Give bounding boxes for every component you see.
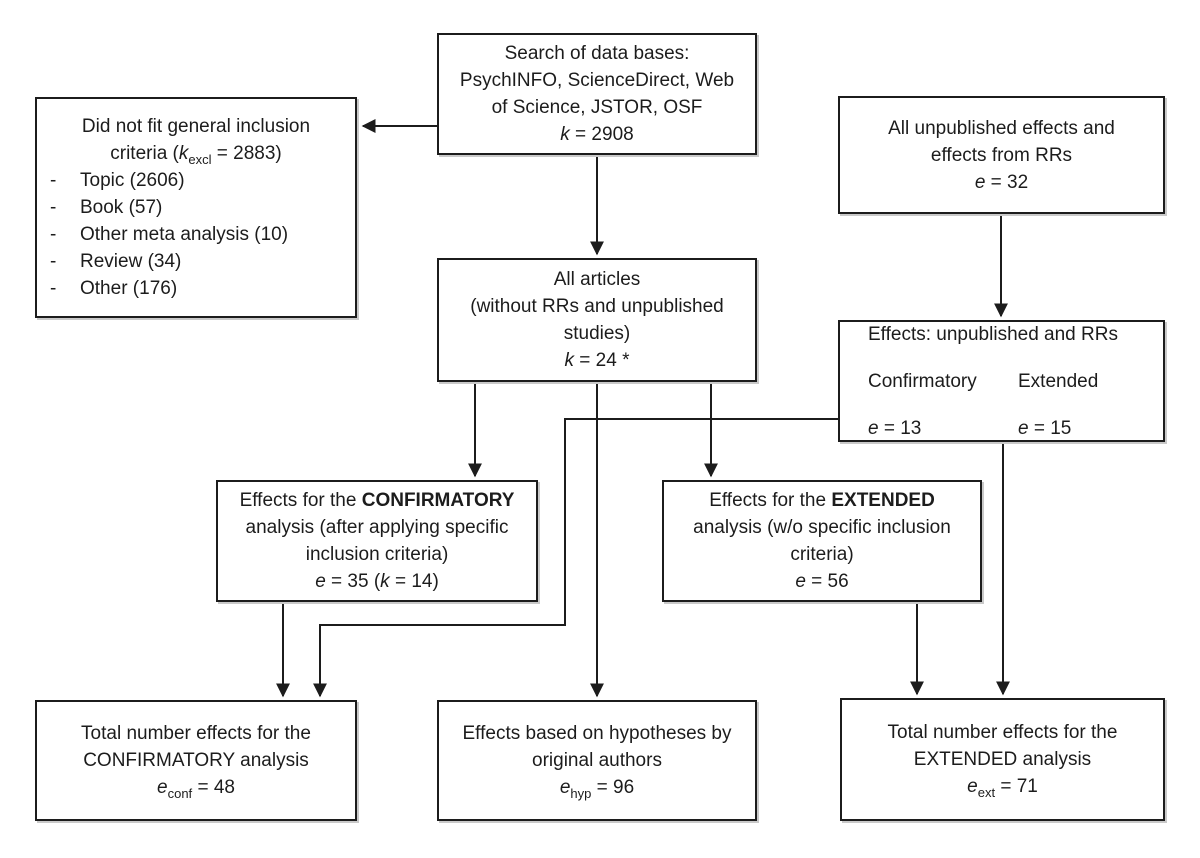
text-line: criteria (kexcl = 2883) (110, 143, 282, 167)
connector-effects-rr-to-total-conf (313, 418, 838, 698)
text-line: e = 56 (795, 571, 849, 592)
text-line: criteria) (790, 544, 854, 565)
confirmatory-effects-box: Effects for the CONFIRMATORY analysis (af… (216, 480, 538, 602)
text-line: Did not fit general inclusion (81, 116, 311, 137)
text-line: All articles (553, 269, 641, 290)
extended-effects-box: Effects for the EXTENDED analysis (w/o sp… (662, 480, 982, 602)
text-line: ehyp = 96 (559, 777, 635, 801)
text-line: econf = 48 (157, 777, 235, 801)
text-line: CONFIRMATORY analysis (83, 750, 309, 771)
all-articles-box: All articles (without RRs and unpublished… (437, 258, 757, 382)
text-line: -Topic (2606) (37, 167, 355, 194)
unpublished-effects-box: All unpublished effects and effects from … (838, 96, 1165, 214)
text-line: k = 24 * (564, 350, 630, 371)
text-line: Total number effects for the (81, 723, 311, 744)
search-databases-box: Search of data bases: PsychINFO, ScienceD… (437, 33, 757, 155)
excluded-criteria-box: Did not fit general inclusion criteria (k… (35, 97, 357, 318)
text-line: -Review (34) (37, 248, 355, 275)
text-line: All unpublished effects and (888, 117, 1115, 139)
text-line: analysis (w/o specific inclusion (693, 517, 951, 538)
text-line: PsychINFO, ScienceDirect, Web (459, 70, 735, 91)
text-line: EXTENDED analysis (913, 749, 1092, 770)
text-line: k = 2908 (560, 124, 634, 145)
text-line: -Book (57) (37, 194, 355, 221)
text-line: analysis (after applying specific (245, 517, 509, 538)
text-line: Effects based on hypotheses by (462, 723, 732, 744)
text-line: -Other meta analysis (10) (37, 221, 355, 248)
text-line: inclusion criteria) (305, 544, 449, 565)
text-line: -Other (176) (37, 275, 355, 302)
text-line: Effects for the CONFIRMATORY (239, 490, 515, 511)
text-line: Effects: unpublished and RRs (868, 323, 1118, 345)
text-line: eext = 71 (967, 776, 1038, 800)
text-line: studies) (563, 323, 631, 344)
text-line: of Science, JSTOR, OSF (491, 97, 703, 118)
text-line: (without RRs and unpublished (470, 296, 724, 317)
text-line: original authors (532, 750, 662, 771)
text-line: Total number effects for the (887, 722, 1118, 743)
bullet-dash: - (50, 170, 57, 191)
bullet-dash: - (50, 197, 57, 218)
text-line: Effects for the EXTENDED (709, 490, 935, 511)
hypotheses-effects-box: Effects based on hypotheses by original a… (437, 700, 757, 821)
bullet-dash: - (50, 278, 57, 299)
text-line: e = 35 (k = 14) (315, 571, 439, 592)
text-line: effects from RRs (930, 144, 1073, 166)
text-line: Search of data bases: (504, 43, 690, 64)
text-line: e = 32 (974, 171, 1029, 193)
bullet-dash: - (50, 251, 57, 272)
bullet-dash: - (50, 224, 57, 245)
